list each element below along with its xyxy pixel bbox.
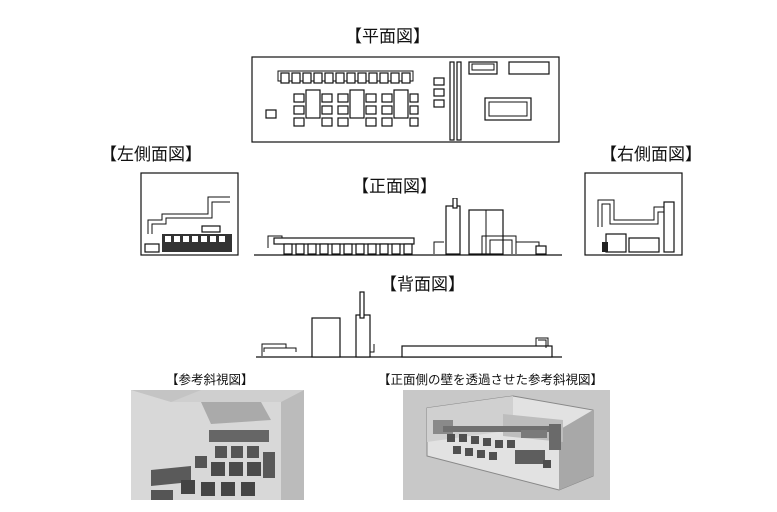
right-side-view-label: 【右側面図】 bbox=[600, 145, 702, 165]
transparent-wall-perspective-image bbox=[403, 390, 610, 500]
front-view-drawing bbox=[254, 198, 564, 260]
plan-view-label: 【平面図】 bbox=[345, 27, 430, 47]
left-side-view-drawing bbox=[140, 172, 240, 257]
left-side-view-label: 【左側面図】 bbox=[100, 145, 202, 165]
front-view-label: 【正面図】 bbox=[352, 177, 437, 197]
back-view-drawing bbox=[256, 290, 566, 360]
right-side-view-drawing bbox=[584, 172, 684, 257]
reference-perspective-label: 【参考斜視図】 bbox=[166, 372, 254, 387]
transparent-wall-perspective-label: 【正面側の壁を透過させた参考斜視図】 bbox=[378, 372, 604, 387]
back-view-label: 【背面図】 bbox=[380, 275, 465, 295]
reference-perspective-image bbox=[131, 390, 304, 500]
plan-view-drawing bbox=[251, 56, 561, 144]
